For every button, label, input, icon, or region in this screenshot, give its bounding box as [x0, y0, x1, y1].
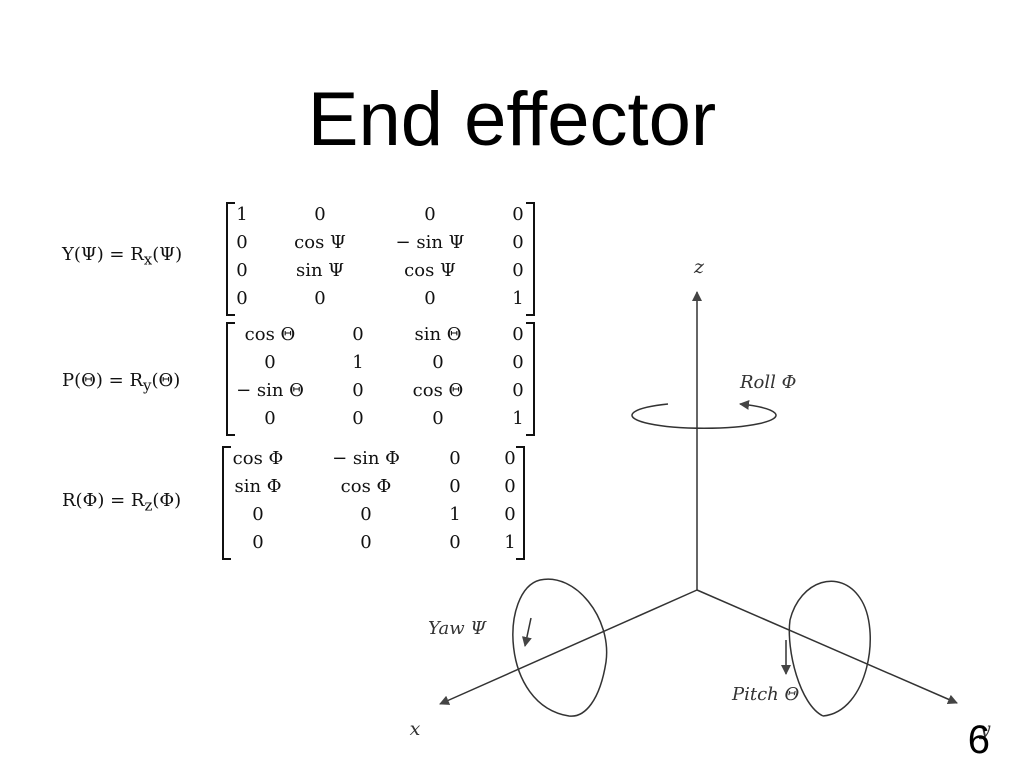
matrix-cell: sin Θ — [414, 324, 462, 345]
equation-lhs: P(Θ) = Ry(Θ) — [62, 370, 181, 395]
matrix-cell: sin Ψ — [295, 260, 345, 281]
matrix-cell: cos Ψ — [294, 232, 346, 253]
matrix-cell: − sin Θ — [236, 380, 304, 401]
matrix-cell: 0 — [424, 204, 436, 225]
matrix-cell: 0 — [424, 288, 436, 309]
matrix-cell: 0 — [512, 380, 524, 401]
matrix-cell: 1 — [352, 352, 364, 373]
matrix-left-bracket — [222, 446, 231, 560]
matrix-cell: 1 — [512, 408, 524, 429]
matrix-right-bracket — [526, 202, 535, 316]
matrix-left-bracket — [226, 322, 235, 436]
matrix-cell: 0 — [432, 408, 444, 429]
matrix-cell: 1 — [449, 504, 461, 525]
z-axis-label: z — [693, 256, 705, 278]
matrix-cell: 0 — [252, 504, 264, 525]
matrix-cell: cos Θ — [244, 324, 296, 345]
matrix-cell: 0 — [449, 448, 461, 469]
matrix-cell: 0 — [449, 476, 461, 497]
matrix-cell: cos Ψ — [404, 260, 456, 281]
y-axis — [696, 589, 958, 704]
matrix-cell: 0 — [352, 324, 364, 345]
matrix-cell: 0 — [512, 204, 524, 225]
matrix-cell: 1 — [504, 532, 516, 553]
matrix-cell: cos Φ — [340, 476, 392, 497]
matrix-cell: sin Φ — [234, 476, 282, 497]
matrix-cell: 0 — [236, 288, 248, 309]
matrix-cell: 0 — [432, 352, 444, 373]
matrix-cell: 0 — [352, 408, 364, 429]
equation-lhs: Y(Ψ) = Rx(Ψ) — [62, 244, 183, 269]
matrix-cell: 0 — [252, 532, 264, 553]
matrix-cell: 0 — [449, 532, 461, 553]
matrix-cell: 0 — [512, 232, 524, 253]
matrix-cell: 1 — [512, 288, 524, 309]
matrix-cell: 0 — [504, 448, 516, 469]
slide-title: End effector — [307, 77, 717, 162]
roll-label: Roll Φ — [739, 372, 796, 393]
roll-arrow — [631, 399, 777, 430]
y-axis-label: y — [979, 718, 991, 740]
pitch-label: Pitch Θ — [731, 684, 799, 705]
pitch-arrow — [788, 580, 871, 717]
matrix-cell: 0 — [314, 288, 326, 309]
matrix-cell: 0 — [314, 204, 326, 225]
x-axis-label: x — [410, 718, 421, 740]
matrix-cell: 0 — [360, 532, 372, 553]
matrix-cell: 0 — [512, 324, 524, 345]
matrix-cell: 0 — [264, 352, 276, 373]
matrix-cell: 0 — [512, 352, 524, 373]
matrix-cell: 0 — [512, 260, 524, 281]
matrix-cell: − sin Φ — [332, 448, 400, 469]
matrix-cell: 0 — [504, 504, 516, 525]
matrix-cell: 0 — [504, 476, 516, 497]
matrix-right-bracket — [526, 322, 535, 436]
matrix-cell: 0 — [236, 232, 248, 253]
matrix-cell: 0 — [360, 504, 372, 525]
matrix-cell: 1 — [236, 204, 248, 225]
page-number: 6 — [967, 718, 990, 762]
yaw-arrowhead — [521, 617, 532, 647]
yaw-label: Yaw Ψ — [428, 618, 487, 639]
matrix-right-bracket — [516, 446, 525, 560]
matrix-cell: cos Θ — [412, 380, 464, 401]
x-axis — [439, 589, 698, 705]
matrix-cell: 0 — [236, 260, 248, 281]
equation-lhs: R(Φ) = Rz(Φ) — [62, 490, 182, 515]
matrix-cell: cos Φ — [232, 448, 284, 469]
matrix-left-bracket — [226, 202, 235, 316]
yaw-arrow — [512, 578, 608, 717]
matrix-cell: 0 — [352, 380, 364, 401]
matrix-cell: − sin Ψ — [395, 232, 465, 253]
matrix-cell: 0 — [264, 408, 276, 429]
